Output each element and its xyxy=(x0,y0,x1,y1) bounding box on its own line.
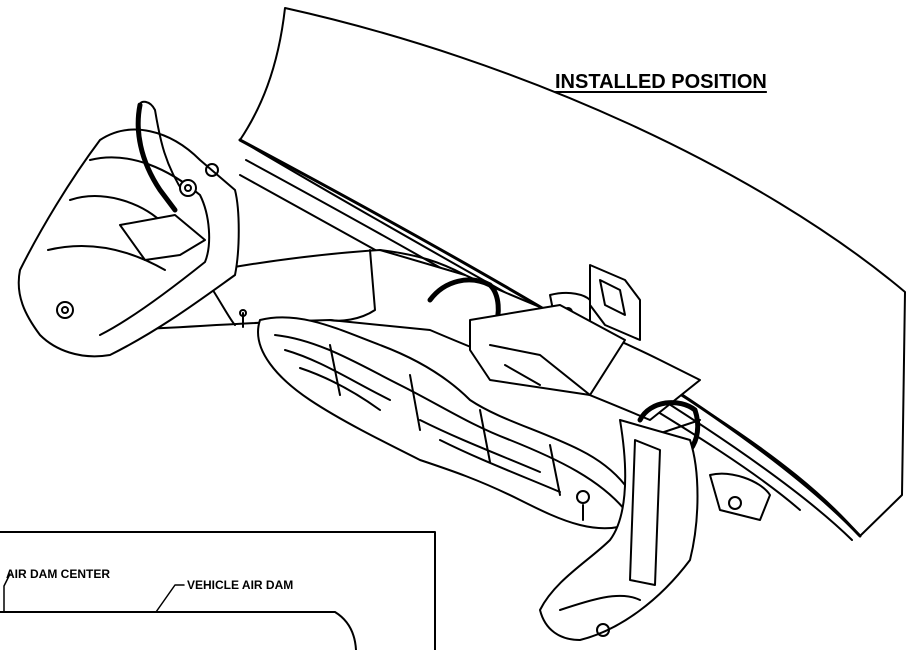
right-bracket xyxy=(539,419,771,641)
left-u-bolt xyxy=(135,100,219,213)
installed-position-heading: INSTALLED POSITION xyxy=(555,71,767,93)
air-dam-center-label: AIR DAM CENTER xyxy=(6,567,110,581)
detail-inset xyxy=(0,531,436,651)
vehicle-air-dam-label: VEHICLE AIR DAM xyxy=(187,578,294,592)
fasteners xyxy=(239,309,247,328)
center-clamp xyxy=(427,277,626,396)
